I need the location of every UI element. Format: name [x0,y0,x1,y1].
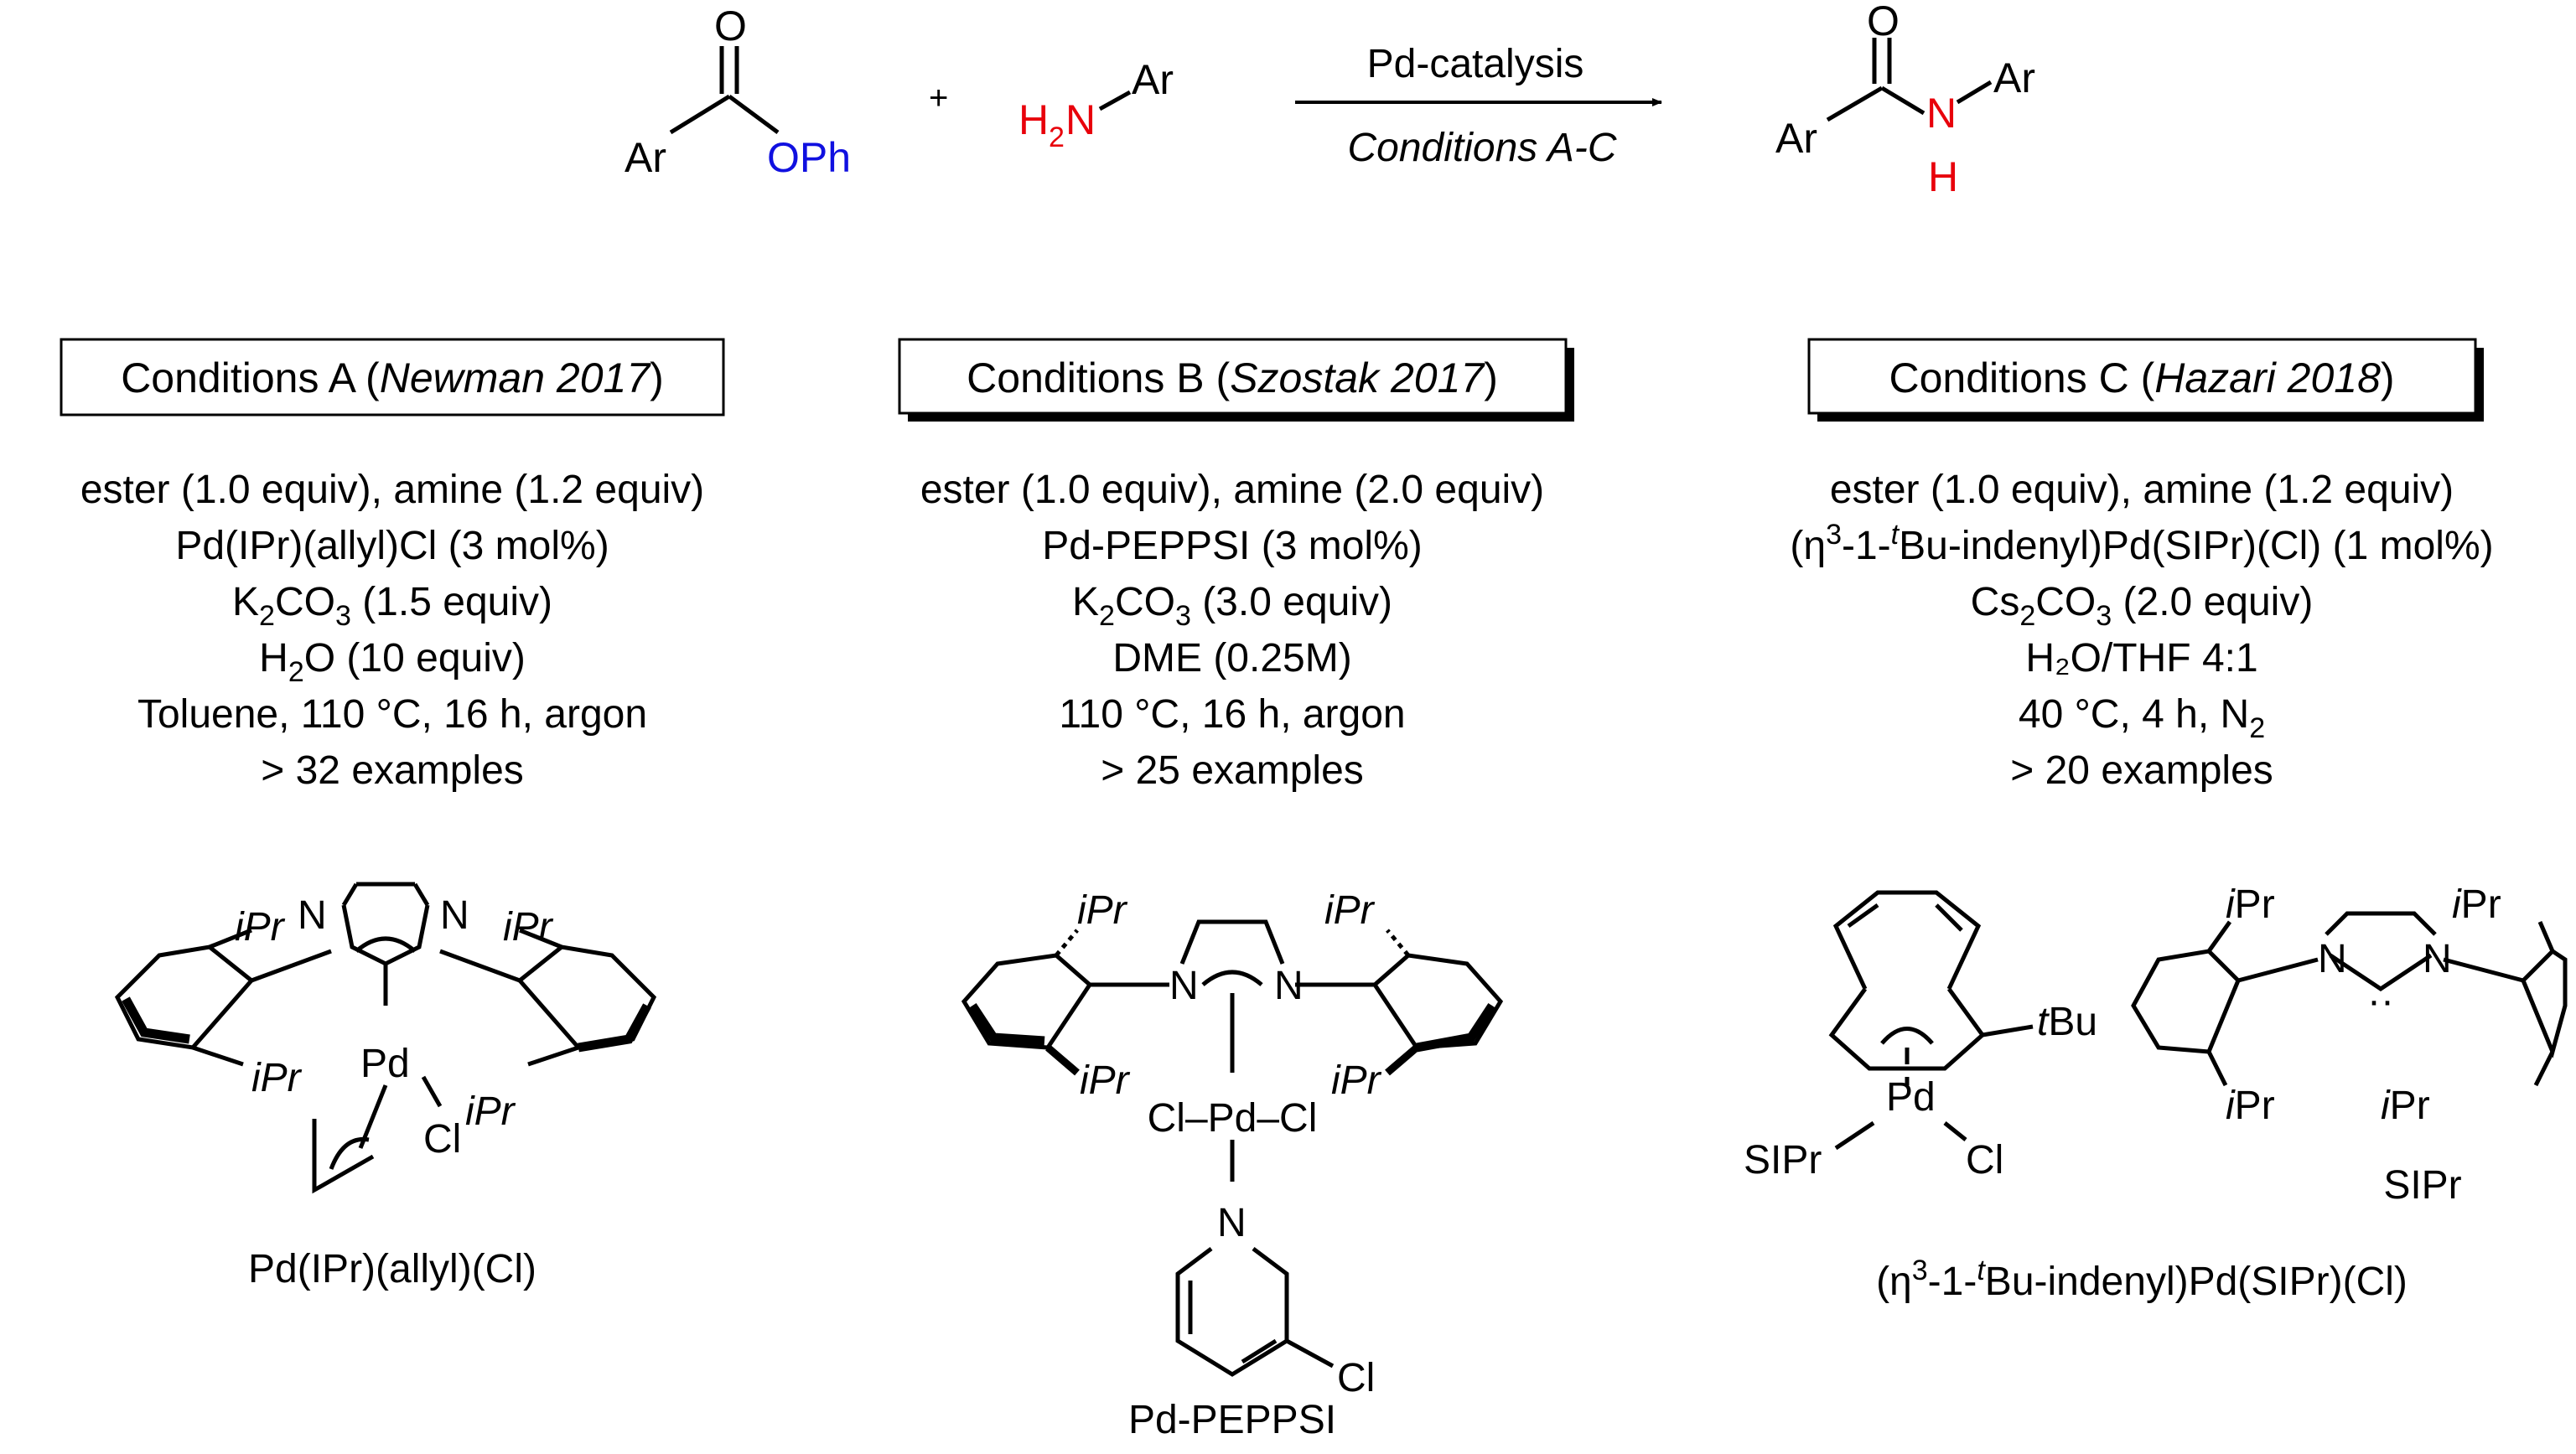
svg-text:iPr: iPr [2226,1084,2275,1128]
box-a-suffix: ) [650,354,664,401]
box-b-prefix: Conditions B ( [967,354,1230,401]
svg-text:Pd: Pd [360,1042,410,1086]
structure-c-name: (η3-1-tBu-indenyl)Pd(SIPr)(Cl) [1876,1255,2408,1304]
svg-text:iPr: iPr [2381,1084,2430,1128]
condition-box-b: Conditions B (Szostak 2017) [898,338,1574,422]
svg-text:Cl: Cl [1966,1138,2003,1182]
svg-text:iPr: iPr [235,905,286,949]
cond-a-line5: Toluene, 110 °C, 16 h, argon [137,692,647,737]
box-b-suffix: ) [1484,354,1498,401]
svg-text:iPr: iPr [251,1056,303,1100]
box-c-ref: Hazari 2018 [2154,354,2381,401]
svg-text:Conditions B (Szostak 2017): Conditions B (Szostak 2017) [967,354,1498,401]
cond-a-line4: H2O (10 equiv) [259,636,526,688]
amine-reactant: H 2 N [1018,96,1096,153]
structure-b-name: Pd-PEPPSI [1128,1398,1336,1442]
svg-text:Cl: Cl [423,1117,461,1162]
structure-a-name: Pd(IPr)(allyl)(Cl) [248,1247,536,1291]
svg-text:N: N [2318,937,2347,981]
reaction-line: Ar O OPh + H 2 N Ar Pd-catalysis Conditi… [625,0,2035,200]
svg-text:iPr: iPr [2226,882,2275,927]
conditions-c-text: ester (1.0 equiv), amine (1.2 equiv) (η3… [1790,468,2493,793]
cond-b-line1: ester (1.0 equiv), amine (2.0 equiv) [920,468,1544,512]
cond-c-line5: 40 °C, 4 h, N2 [2019,692,2265,744]
cond-a-line2: Pd(IPr)(allyl)Cl (3 mol%) [175,524,609,568]
svg-text:··: ·· [2367,979,2394,1023]
ester-reactant [669,46,780,135]
svg-text:iPr: iPr [1324,888,1376,933]
amide-product [1826,38,1993,122]
box-a-prefix: Conditions A ( [121,354,380,401]
amine-h-label: H [1018,96,1049,143]
product-h-label: H [1928,153,1958,200]
svg-text:Cl–Pd–Cl: Cl–Pd–Cl [1148,1096,1318,1141]
svg-text:SIPr: SIPr [2383,1163,2461,1208]
svg-text:tBu: tBu [2037,1000,2097,1044]
svg-text:N: N [2423,937,2452,981]
svg-text:Conditions C (Hazari 2018): Conditions C (Hazari 2018) [1889,354,2394,401]
plus-sign: + [929,80,948,116]
cond-b-line6: > 25 examples [1101,748,1364,793]
condition-box-c: Conditions C (Hazari 2018) [1807,338,2484,422]
svg-text:N: N [1217,1201,1247,1245]
box-a-ref: Newman 2017 [380,354,652,401]
svg-text:Cl: Cl [1337,1356,1375,1400]
svg-text:iPr: iPr [1080,1058,1131,1103]
svg-text:N: N [298,893,327,938]
product-n-label: N [1926,90,1957,137]
ester-ar-label: Ar [625,134,666,181]
amine-bond [1098,90,1132,111]
svg-text:Conditions A (Newman 2017): Conditions A (Newman 2017) [121,354,664,401]
structure-c: tBu Pd SIPr Cl N N ·· iPr iPr iPr iPr SI… [1744,882,2568,1304]
cond-c-line2: (η3-1-tBu-indenyl)Pd(SIPr)(Cl) (1 mol%) [1790,519,2493,568]
cond-c-line6: > 20 examples [2010,748,2273,793]
cond-a-line6: > 32 examples [261,748,524,793]
amine-n-label: N [1065,96,1096,143]
ester-carbonyl-o: O [714,3,747,49]
cond-a-line3: K2CO3 (1.5 equiv) [232,580,552,632]
svg-text:iPr: iPr [1331,1058,1382,1103]
svg-text:Pd: Pd [1886,1075,1936,1120]
structure-b: N N iPr iPr iPr iPr Cl–Pd–Cl N Cl Pd-PEP… [961,888,1504,1442]
product-carbonyl-o: O [1867,0,1900,44]
svg-text:N: N [440,893,469,938]
amine-ar-label: Ar [1132,56,1174,103]
arrow-bottom-label: Conditions A-C [1347,126,1616,170]
svg-text:iPr: iPr [1077,888,1128,933]
box-c-prefix: Conditions C ( [1889,354,2154,401]
conditions-a-text: ester (1.0 equiv), amine (1.2 equiv) Pd(… [80,468,704,793]
conditions-b-text: ester (1.0 equiv), amine (2.0 equiv) Pd-… [920,468,1544,793]
svg-text:N: N [1169,964,1199,1008]
product-ar-label: Ar [1775,115,1817,162]
cond-c-line3: Cs2CO3 (2.0 equiv) [1971,580,2314,632]
ester-leaving-group: OPh [767,134,851,181]
cond-b-line2: Pd-PEPPSI (3 mol%) [1042,524,1422,568]
cond-b-line3: K2CO3 (3.0 equiv) [1072,580,1392,632]
amine-h-subscript: 2 [1049,122,1065,153]
svg-text:SIPr: SIPr [1744,1138,1822,1182]
svg-text:iPr: iPr [503,905,554,949]
svg-text:iPr: iPr [465,1089,516,1134]
cond-a-line1: ester (1.0 equiv), amine (1.2 equiv) [80,468,704,512]
structure-a: N N iPr iPr iPr iPr Pd Cl Pd(IPr)(allyl)… [114,882,657,1291]
product-ar2-label: Ar [1993,54,2035,101]
cond-c-line4: H₂O/THF 4:1 [2025,636,2257,680]
cond-b-line5: 110 °C, 16 h, argon [1059,692,1405,737]
cond-c-line1: ester (1.0 equiv), amine (1.2 equiv) [1830,468,2454,512]
box-b-ref: Szostak 2017 [1230,354,1485,401]
svg-text:N: N [1274,964,1304,1008]
box-c-suffix: ) [2381,354,2395,401]
cond-b-line4: DME (0.25M) [1112,636,1351,680]
condition-box-a: Conditions A (Newman 2017) [60,338,725,417]
arrow-top-label: Pd-catalysis [1367,42,1584,86]
svg-text:iPr: iPr [2452,882,2501,927]
